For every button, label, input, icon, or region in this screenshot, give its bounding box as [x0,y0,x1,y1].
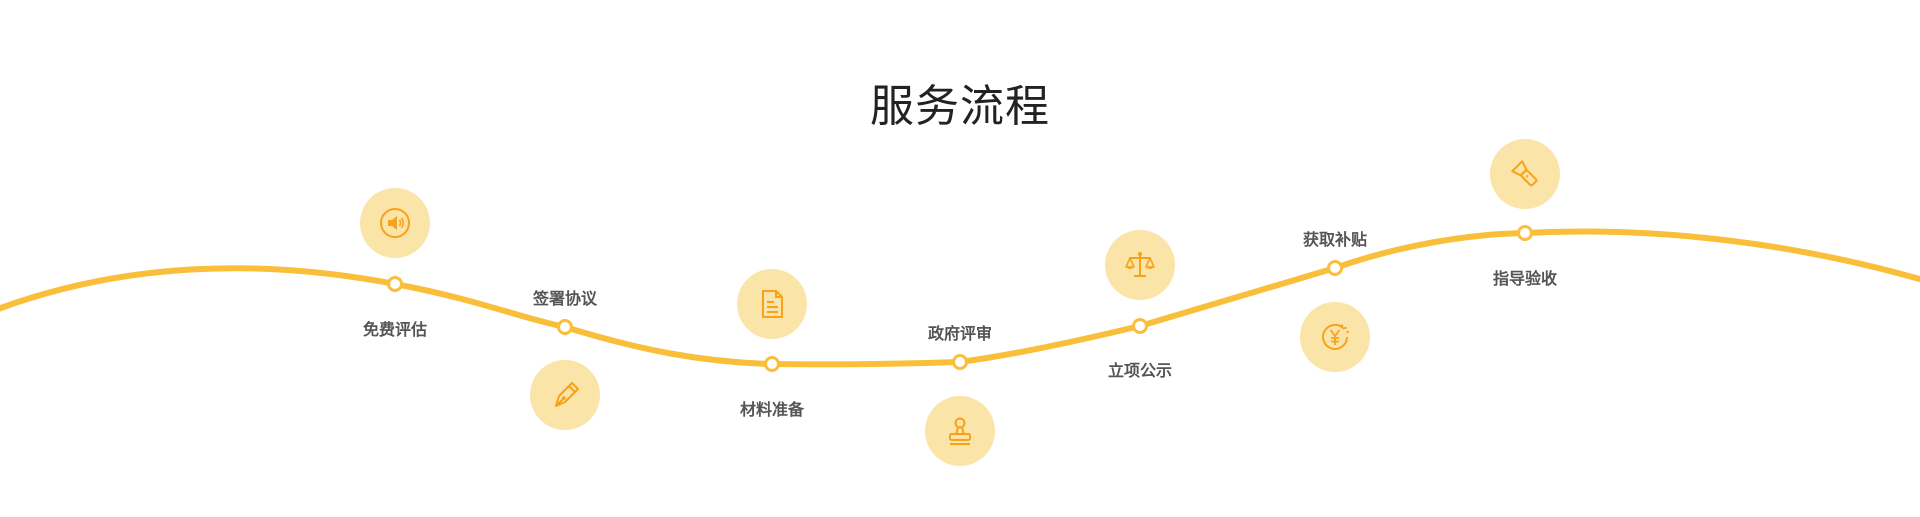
step-icon-button[interactable] [925,396,995,466]
step-icon-button[interactable] [360,188,430,258]
step-node [1517,225,1533,241]
scale-icon [1125,252,1155,277]
step-node [764,356,780,372]
page-title: 服务流程 [870,82,1050,131]
stamp-icon [949,417,971,445]
step-label: 政府评审 [927,326,992,343]
speaker-icon [380,208,410,238]
step-node [387,276,403,292]
step-node [952,354,968,370]
step-icon-button[interactable] [1105,230,1175,300]
step-label: 材料准备 [739,402,804,419]
flashlight-icon [1511,160,1538,187]
step-label: 指导验收 [1492,271,1557,288]
step-icon-button[interactable] [1300,302,1370,372]
step-node [1327,260,1343,276]
step-icon-button[interactable] [1490,139,1560,209]
step-icon-button[interactable] [530,360,600,430]
step-label: 立项公示 [1107,363,1172,380]
step-node [1132,318,1148,334]
step-node [557,319,573,335]
step-icon-button[interactable] [737,269,807,339]
pen-nib-icon [555,382,579,407]
step-label: 签署协议 [532,291,597,308]
step-label: 获取补贴 [1302,232,1367,249]
yen-coin-icon [1322,323,1349,350]
step-label: 免费评估 [362,322,427,339]
document-icon [762,290,783,318]
